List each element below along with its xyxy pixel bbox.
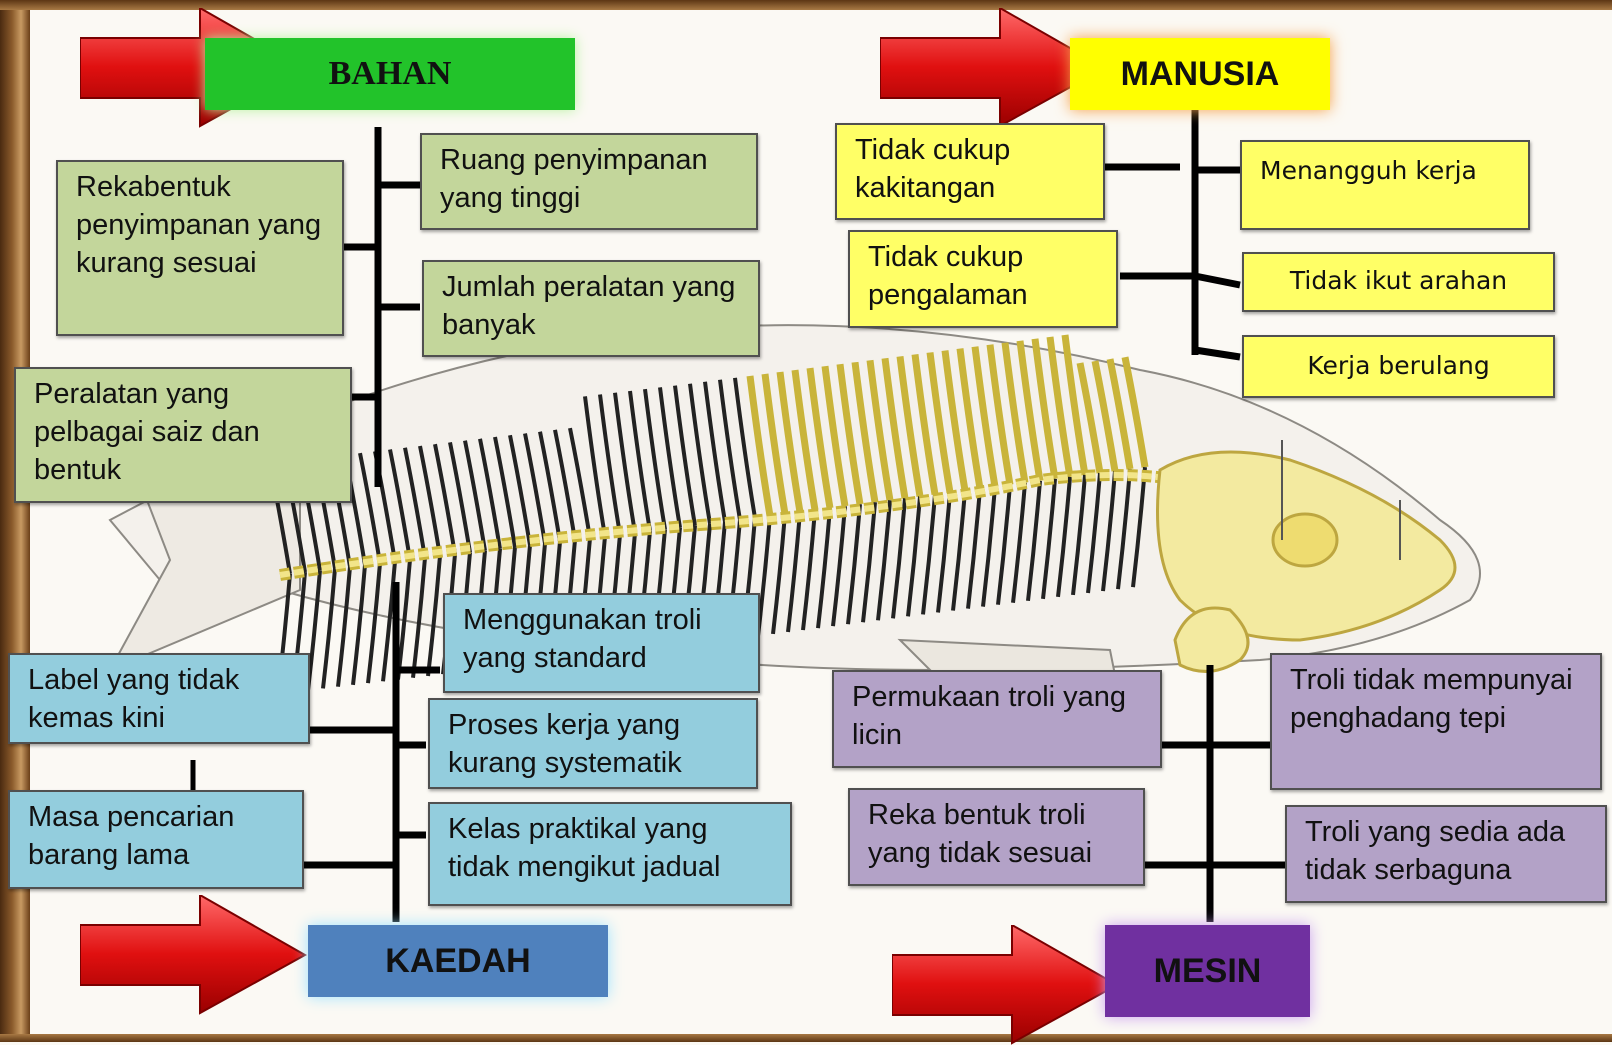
cause-kelas-praktikal: Kelas praktikal yang tidak mengikut jadu… (428, 802, 792, 906)
cause-jumlah-peralatan: Jumlah peralatan yang banyak (422, 260, 760, 357)
arrow-mesin (892, 925, 1122, 1045)
cause-tiada-penghadang: Troli tidak mempunyai penghadang tepi (1270, 653, 1602, 790)
cause-peralatan-pelbagai: Peralatan yang pelbagai saiz dan bentuk (14, 367, 352, 503)
cause-menangguh-kerja: Menangguh kerja (1240, 140, 1530, 230)
cause-tidak-cukup-kakitangan: Tidak cukup kakitangan (835, 123, 1105, 220)
cause-masa-pencarian: Masa pencarian barang lama (8, 790, 304, 889)
cause-proses-kerja: Proses kerja yang kurang systematik (428, 698, 758, 789)
arrow-kaedah (80, 895, 310, 1015)
cause-troli-standard: Menggunakan troli yang standard (443, 593, 760, 693)
cause-kerja-berulang: Kerja berulang (1242, 335, 1555, 398)
cause-tidak-cukup-pengalaman: Tidak cukup pengalaman (848, 230, 1118, 328)
header-bahan: BAHAN (205, 38, 575, 110)
cause-permukaan-troli: Permukaan troli yang licin (832, 670, 1162, 768)
header-mesin: MESIN (1105, 925, 1310, 1017)
cause-tidak-ikut-arahan: Tidak ikut arahan (1242, 252, 1555, 312)
cause-label-tidak-kemas-kini: Label yang tidak kemas kini (8, 653, 310, 744)
cause-rekabentuk-penyimpanan: Rekabentuk penyimpanan yang kurang sesua… (56, 160, 344, 336)
cause-ruang-penyimpanan: Ruang penyimpanan yang tinggi (420, 133, 758, 230)
cause-troli-tidak-serbaguna: Troli yang sedia ada tidak serbaguna (1285, 805, 1607, 903)
header-manusia: MANUSIA (1070, 38, 1330, 110)
header-kaedah: KAEDAH (308, 925, 608, 997)
cause-reka-bentuk-troli: Reka bentuk troli yang tidak sesuai (848, 788, 1145, 886)
